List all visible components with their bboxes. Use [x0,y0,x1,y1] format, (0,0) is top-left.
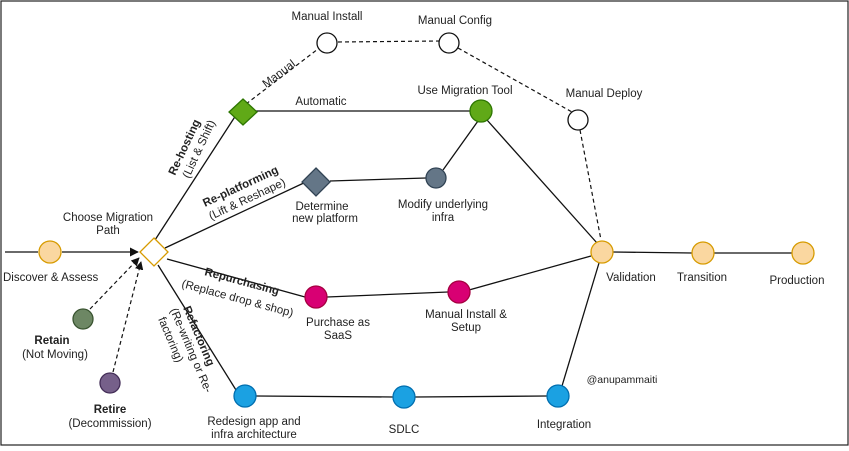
node-manual-install [316,32,338,54]
edge-sdlc-integration [414,395,548,398]
edge-rehosting [154,111,239,241]
node-production [791,241,815,265]
edge-config-deploy [457,47,573,113]
label-determine-1: Determine [295,201,348,213]
label-validation: Validation [606,272,656,284]
edge-purchase-setup [326,291,449,298]
label-retire-sub: (Decommission) [68,418,151,430]
node-manual-setup [447,280,471,304]
node-choose-path [139,237,169,267]
label-discover: Discover & Assess [3,272,98,284]
edge-tool-validation [486,119,598,244]
label-production: Production [770,275,825,287]
edge-retire [112,261,144,373]
label-retire-title: Retire [94,404,127,416]
label-purchase-2: SaaS [324,330,352,342]
node-redesign [233,384,257,408]
node-modify-infra [425,167,447,189]
node-rehosting [228,98,258,126]
node-sdlc [392,385,416,409]
edge-validation-transition [612,251,693,254]
node-use-migration-tool [469,99,493,123]
label-setup-1: Manual Install & [425,309,507,321]
label-modify-2: infra [432,212,455,224]
label-modify-1: Modify underlying [398,199,488,211]
node-manual-config [438,32,460,54]
edge-refactoring [157,264,237,391]
node-discover [38,240,62,264]
label-setup-2: Setup [451,322,481,334]
label-manual-edge: Manual [261,58,298,90]
edge-determine-modify [329,177,427,182]
node-transition [691,241,715,265]
node-purchase-saas [304,285,328,309]
node-retain [72,308,94,330]
label-choose-1: Choose Migration [63,212,153,224]
node-integration [546,384,570,408]
edge-setup-validation [468,255,592,291]
label-automatic-edge: Automatic [295,96,346,108]
edge-redesign-sdlc [255,395,394,398]
edge-integration-validation [561,262,600,387]
label-choose-2: Path [96,225,120,237]
label-transition: Transition [677,272,727,284]
label-retain-sub: (Not Moving) [22,349,88,361]
node-manual-deploy [567,109,589,131]
label-manual-deploy: Manual Deploy [566,88,643,100]
watermark-text: @anupammaiti [587,374,658,386]
edge-deploy-validation [579,129,602,241]
label-redesign-1: Redesign app and [207,416,300,428]
label-determine-2: new platform [292,213,358,225]
label-manual-install: Manual Install [292,11,363,23]
edge-repurchasing [166,258,306,298]
edge-replatforming [164,180,309,249]
node-retire [99,372,121,394]
edge-modify-tool [442,120,479,171]
label-sdlc: SDLC [389,424,420,436]
edge-manual [245,48,319,105]
label-retain-title: Retain [34,335,69,347]
label-manual-config: Manual Config [418,15,492,27]
label-integration: Integration [537,419,591,431]
label-use-tool: Use Migration Tool [417,85,512,97]
edge-install-config [337,40,441,43]
node-determine-platform [301,167,331,197]
label-purchase-1: Purchase as [306,317,370,329]
node-validation [590,240,614,264]
label-redesign-2: infra architecture [211,429,297,441]
edge-retain [89,257,140,310]
